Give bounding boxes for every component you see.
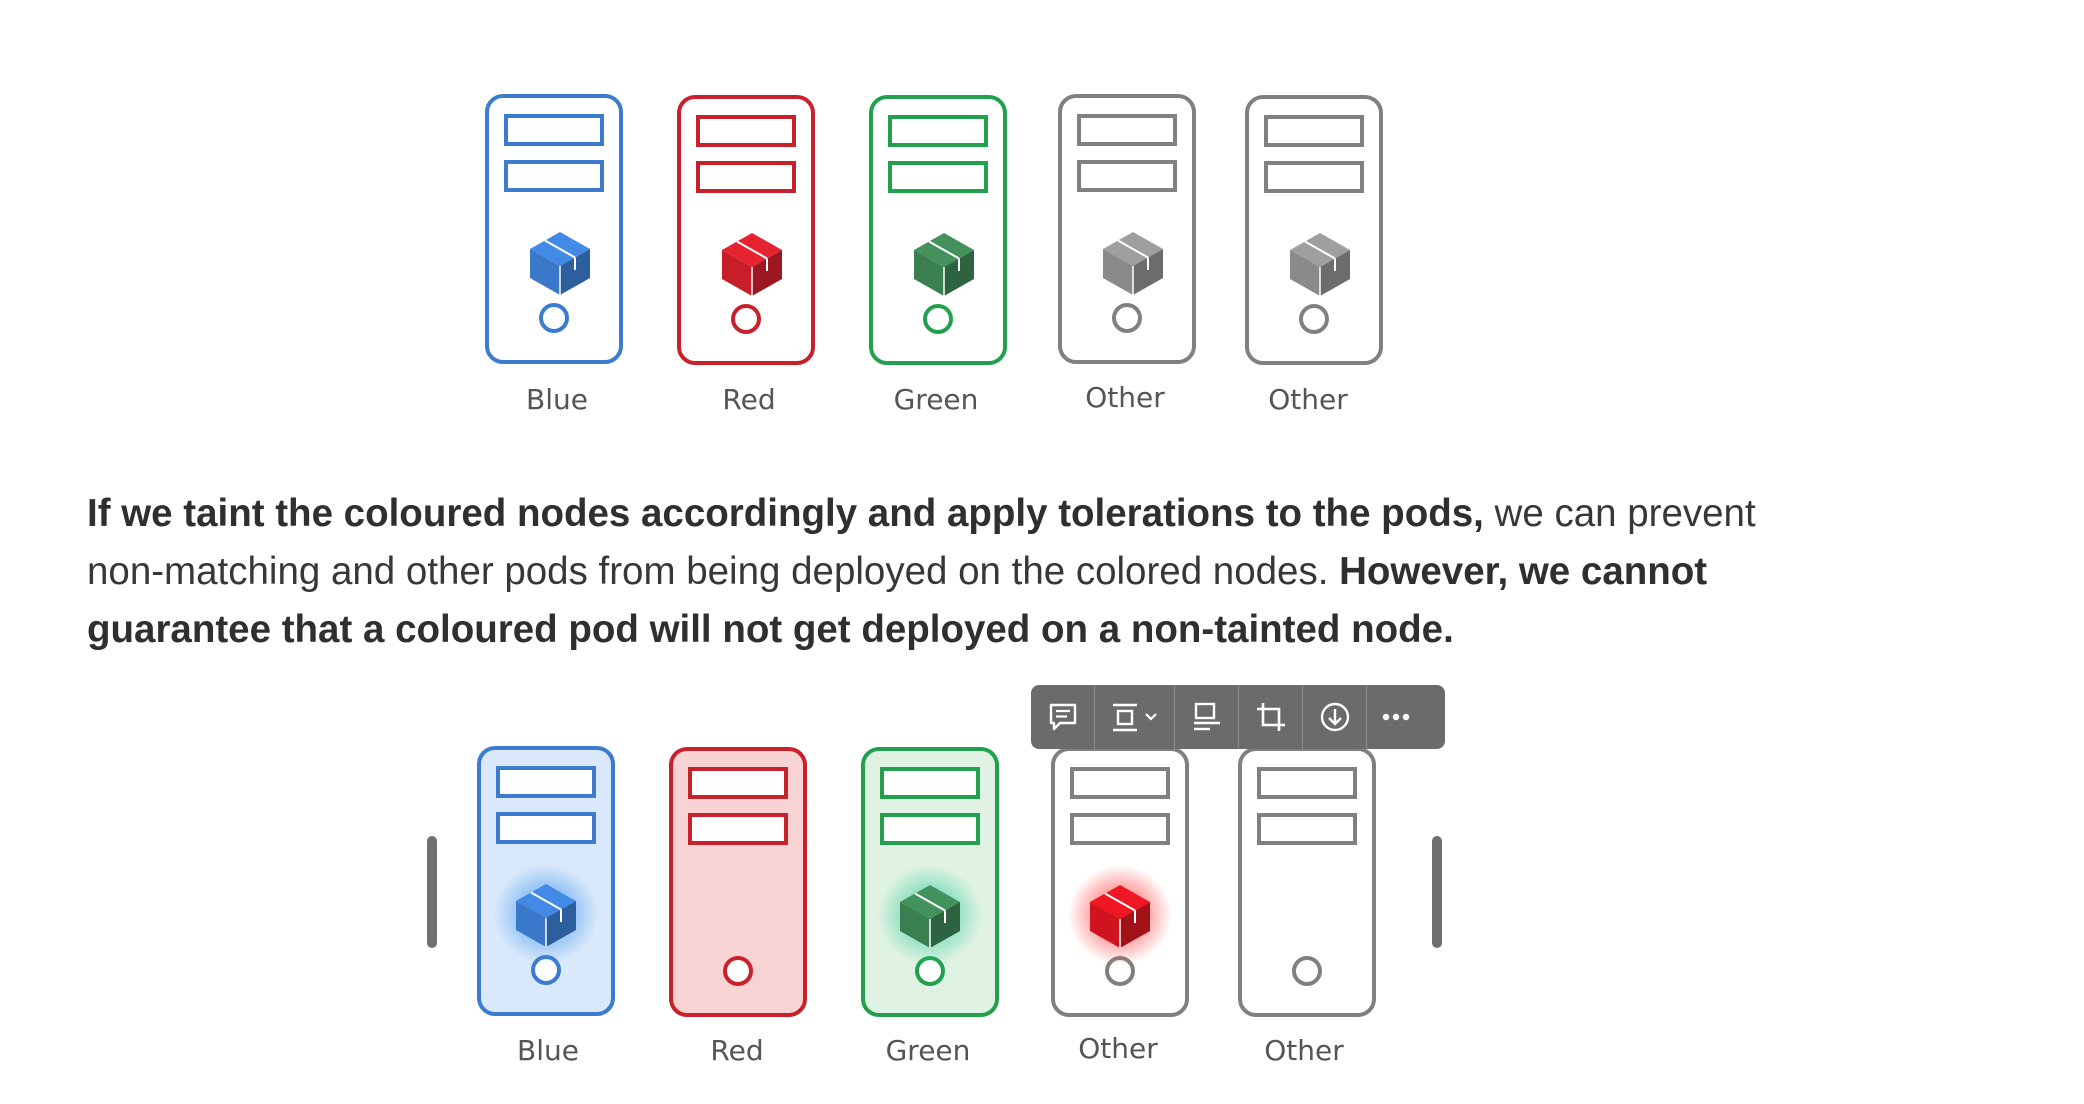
server-node-other-5 bbox=[1238, 747, 1376, 1017]
node-diagram-bottom-graphic bbox=[477, 746, 1376, 1017]
pod-icon-green-3 bbox=[914, 233, 974, 296]
node-label-other-2: Other bbox=[1268, 383, 1348, 416]
download-icon bbox=[1320, 702, 1349, 732]
crop-icon bbox=[1256, 703, 1285, 731]
more-icon bbox=[1382, 713, 1410, 721]
node-diagram-bottom[interactable]: Blue Red Green Other Other bbox=[0, 740, 2084, 1104]
paragraph-bold-1: If we taint the coloured nodes according… bbox=[87, 492, 1484, 535]
paragraph-normal-1: we can prevent non-matching and other po… bbox=[87, 492, 1756, 593]
node-diagram-top-graphic bbox=[485, 94, 1383, 365]
image-size-icon bbox=[1112, 703, 1157, 732]
server-node-red-2 bbox=[677, 95, 815, 365]
download-button[interactable] bbox=[1303, 685, 1367, 749]
node-label-blue: Blue bbox=[517, 1034, 579, 1067]
more-options-button[interactable] bbox=[1367, 685, 1425, 749]
node-label-green: Green bbox=[893, 383, 979, 416]
server-node-other-5 bbox=[1245, 95, 1383, 365]
comment-icon bbox=[1049, 703, 1076, 731]
crop-button[interactable] bbox=[1239, 685, 1303, 749]
resize-handle-left[interactable] bbox=[427, 836, 437, 948]
image-size-button[interactable] bbox=[1095, 685, 1175, 749]
caption-button[interactable] bbox=[1175, 685, 1239, 749]
server-node-red-2 bbox=[669, 747, 807, 1017]
node-diagram-top: Blue Red Green Other Other bbox=[0, 0, 2084, 440]
pod-icon-red-2 bbox=[722, 233, 782, 296]
pod-icon-other-5 bbox=[1290, 233, 1350, 296]
body-paragraph: If we taint the coloured nodes according… bbox=[87, 485, 1807, 659]
server-node-green-3 bbox=[869, 95, 1007, 365]
node-label-other-1: Other bbox=[1078, 1032, 1158, 1065]
node-label-other-2: Other bbox=[1264, 1034, 1344, 1067]
comment-button[interactable] bbox=[1031, 685, 1095, 749]
server-node-blue-1 bbox=[485, 94, 623, 364]
paragraph-bold-2: However, we cannot guarantee that a colo… bbox=[87, 550, 1708, 651]
server-node-other-4 bbox=[1058, 94, 1196, 364]
resize-handle-right[interactable] bbox=[1432, 836, 1442, 948]
node-label-other-1: Other bbox=[1085, 381, 1165, 414]
pod-icon-blue-1 bbox=[516, 884, 576, 947]
image-toolbar bbox=[1031, 685, 1445, 749]
pod-icon-blue-1 bbox=[530, 232, 590, 295]
node-label-red: Red bbox=[710, 1034, 764, 1067]
node-label-blue: Blue bbox=[526, 383, 588, 416]
pod-icon-other-4 bbox=[1103, 232, 1163, 295]
caption-icon bbox=[1193, 702, 1220, 731]
pod-icon-green-3 bbox=[900, 885, 960, 948]
node-label-green: Green bbox=[885, 1034, 971, 1067]
pod-icon-other-4 bbox=[1090, 885, 1150, 948]
node-label-red: Red bbox=[722, 383, 776, 416]
